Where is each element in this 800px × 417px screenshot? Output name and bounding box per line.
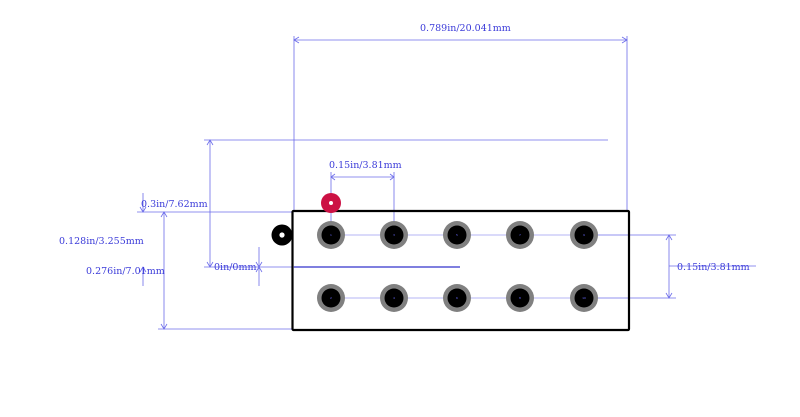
pad-hole (510, 225, 530, 245)
pad-hole (574, 225, 594, 245)
origin-label: 0in/0mm (214, 262, 256, 273)
pad-number: 1 (330, 233, 332, 237)
pad-1: 1 (317, 221, 345, 249)
pad-hole (321, 225, 341, 245)
pad-hole (321, 288, 341, 308)
pad-hole (447, 225, 467, 245)
pad-hole (510, 288, 530, 308)
edge-to-pin-label: 0.128in/3.255mm (59, 236, 144, 247)
pad-number: 10 (582, 296, 586, 300)
pad-8: 8 (506, 284, 534, 312)
pin1-marker (321, 193, 341, 213)
pad-2: 2 (317, 284, 345, 312)
pad-hole (384, 288, 404, 308)
pad-number: 8 (519, 296, 521, 300)
pin-pitch-label: 0.15in/3.81mm (329, 160, 402, 171)
row-spacing-label: 0.15in/3.81mm (677, 262, 750, 273)
pad-7: 7 (506, 221, 534, 249)
pad-hole (447, 288, 467, 308)
pad-6: 6 (443, 284, 471, 312)
pad-array: 1 3 5 7 9 2 4 6 8 10 (317, 221, 598, 312)
pad-number: 2 (330, 296, 332, 300)
pad-number: 9 (583, 233, 585, 237)
pad-hole (384, 225, 404, 245)
dimension-arrows (139, 36, 673, 330)
dimension-lines (137, 36, 756, 330)
pad-number: 5 (456, 233, 458, 237)
pad-number: 6 (456, 296, 458, 300)
overall-width-label: 0.789in/20.041mm (420, 23, 511, 34)
pad-number: 3 (393, 233, 395, 237)
component-outline (291, 209, 631, 332)
pad-4: 4 (380, 284, 408, 312)
pad-3: 3 (380, 221, 408, 249)
pad-number: 4 (393, 296, 395, 300)
body-height-label: 0.276in/7.01mm (86, 266, 165, 277)
fiducial-marker (271, 224, 293, 246)
pad-9: 9 (570, 221, 598, 249)
pad-10: 10 (570, 284, 598, 312)
pad-number: 7 (519, 233, 521, 237)
pad-hole (574, 288, 594, 308)
row-pitch-label: 0.3in/7.62mm (141, 199, 208, 210)
pad-5: 5 (443, 221, 471, 249)
